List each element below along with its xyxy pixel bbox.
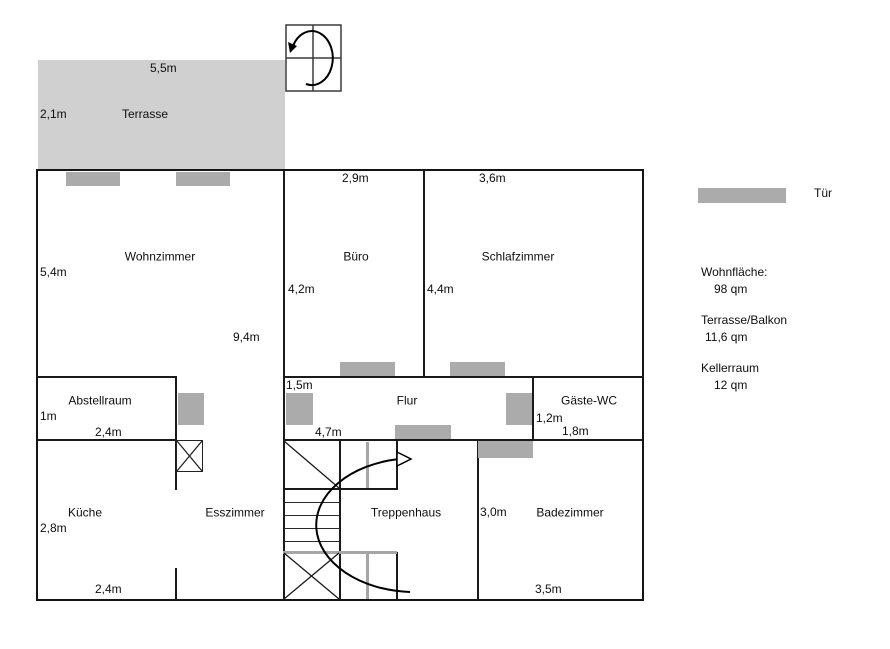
rotation-compass-icon (285, 24, 342, 92)
door-marker (506, 393, 532, 425)
dim-buero-width: 2,9m (342, 171, 369, 185)
dim-gaeste-wc-width: 1,8m (562, 424, 589, 438)
stair-tread-grey (366, 553, 369, 599)
stair-tread (284, 515, 340, 516)
door-marker (340, 362, 395, 376)
wall-segment (423, 170, 425, 378)
room-label-terrasse: Terrasse (122, 107, 169, 121)
door-marker (395, 425, 451, 439)
living-area-value: 98 qm (714, 282, 748, 296)
dim-wohnzimmer-width: 9,4m (233, 330, 260, 344)
wall-segment (175, 568, 177, 600)
door-legend-swatch (698, 188, 786, 203)
room-label-wohnzimmer: Wohnzimmer (124, 249, 196, 264)
wall-segment (283, 439, 643, 441)
dim-kueche-width: 2,4m (95, 582, 122, 596)
outer-wall (36, 169, 644, 601)
stair-tread (284, 528, 340, 529)
dim-schlafzimmer-width: 3,6m (479, 171, 506, 185)
terrace-area (38, 60, 285, 170)
dim-buero-depth: 4,2m (288, 282, 315, 296)
stair-tread (284, 502, 340, 503)
dim-wohnzimmer-depth: 5,4m (40, 265, 67, 279)
door-marker (450, 362, 505, 376)
basement-area-value: 12 qm (714, 378, 748, 392)
dim-flur-width: 4,7m (315, 425, 342, 439)
stair-tread (284, 541, 340, 542)
stair-wall (339, 440, 341, 600)
basement-area-label: Kellerraum (701, 361, 760, 375)
door-marker (66, 172, 120, 186)
room-label-abstellraum: Abstellraum (68, 393, 132, 408)
stair-wall (396, 441, 398, 489)
stair-tread-grey (283, 551, 397, 554)
living-area-label: Wohnfläche: (701, 265, 768, 279)
dim-abstellraum-depth: 1m (40, 409, 57, 423)
door-marker (178, 393, 204, 425)
door-marker (176, 172, 230, 186)
dim-kueche-depth: 2,8m (40, 521, 67, 535)
dim-gaeste-wc-depth: 1,2m (536, 411, 563, 425)
room-label-flur: Flur (396, 393, 418, 408)
room-label-kueche: Küche (67, 505, 103, 520)
room-label-schlafzimmer: Schlafzimmer (481, 249, 555, 264)
wall-segment (175, 376, 177, 441)
dim-abstellraum-width: 2,4m (95, 425, 122, 439)
dim-badezimmer-depth: 3,0m (480, 505, 507, 519)
dim-flur-depth: 1,5m (286, 378, 313, 392)
stair-tread-grey (366, 442, 369, 488)
dim-badezimmer-width: 3,5m (535, 582, 562, 596)
dim-schlafzimmer-depth: 4,4m (427, 282, 454, 296)
wall-segment (283, 170, 285, 600)
dim-terrasse-width: 5,5m (150, 61, 177, 75)
wall-segment (477, 440, 479, 600)
wall-segment (37, 439, 177, 441)
shaft-crossed-box-icon (176, 440, 203, 472)
door-legend-label: Tür (814, 186, 832, 200)
room-label-esszimmer: Esszimmer (205, 505, 265, 520)
door-marker (286, 393, 313, 425)
wall-segment (283, 376, 643, 378)
stair-landing-edge (283, 488, 398, 490)
room-label-badezimmer: Badezimmer (536, 505, 604, 520)
wall-segment (37, 376, 177, 378)
stair-wall (396, 552, 398, 600)
wall-segment (532, 377, 534, 440)
terrace-area-value: 11,6 qm (705, 330, 748, 344)
room-label-gaeste-wc: Gäste-WC (560, 393, 618, 408)
room-label-treppenhaus: Treppenhaus (370, 505, 442, 520)
terrace-area-label: Terrasse/Balkon (701, 313, 788, 327)
dim-terrasse-depth: 2,1m (40, 107, 67, 121)
door-marker (478, 441, 533, 458)
room-label-buero: Büro (343, 249, 369, 264)
